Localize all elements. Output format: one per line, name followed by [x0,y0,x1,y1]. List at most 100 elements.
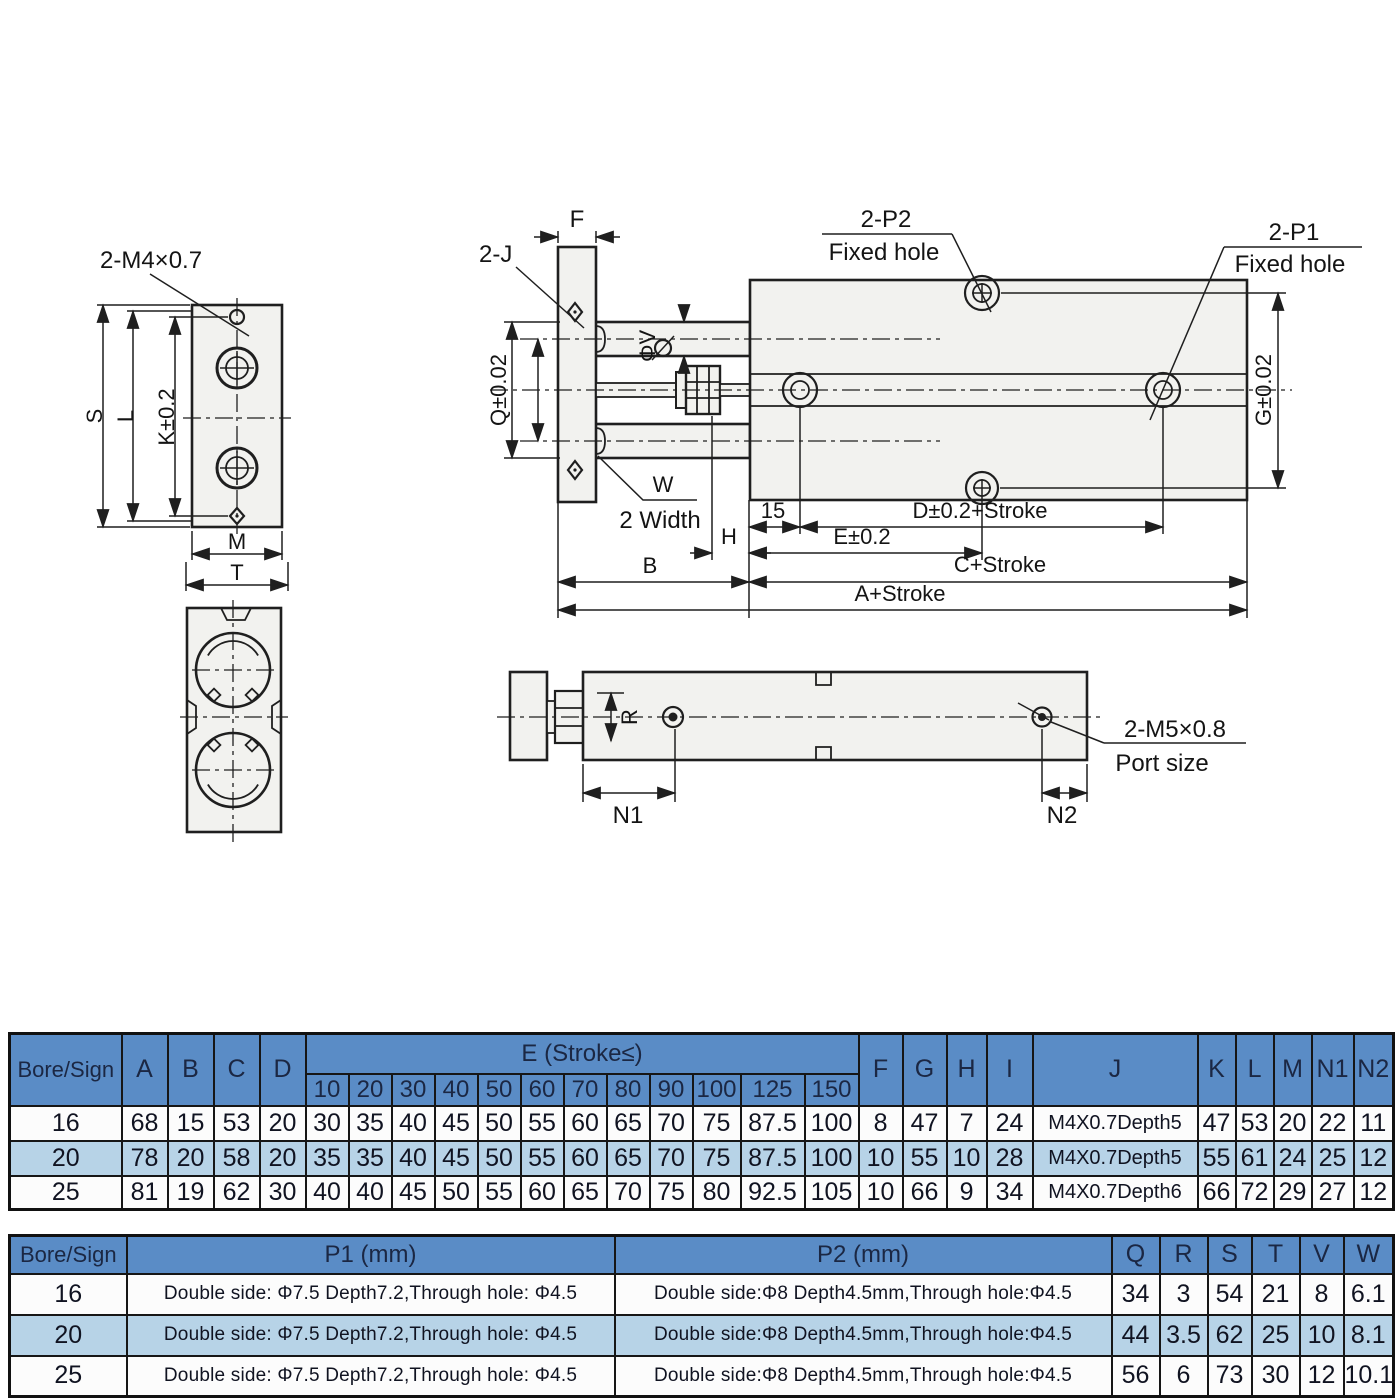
fixed-hole-p2-bottom [964,470,1000,506]
col-header-k: K [1196,1032,1237,1107]
dim-b: B [643,553,658,578]
rod-hole-icon [653,338,673,358]
dim-a: A+Stroke [854,581,945,606]
bore-cell: 20 [8,1313,128,1357]
dim-k: K±0.2 [154,388,179,445]
table-row-bore-25: 25 Double side: Φ7.5 Depth7.2,Through ho… [8,1354,1395,1398]
e-sub-header: 40 [433,1072,479,1107]
plate-hole-bottom [215,446,259,490]
col-header-c: C [212,1032,261,1107]
col-header-r: R [1158,1234,1209,1275]
fixed-hole-p1-left [781,371,819,409]
dim-c: C+Stroke [954,552,1046,577]
col-header-n2: N2 [1352,1032,1395,1107]
fixed-hole-p1-right [1144,371,1182,409]
label-thread-size: 2-M4×0.7 [100,247,202,274]
col-header-b: B [166,1032,215,1107]
bore-cell: 16 [8,1272,128,1316]
col-header-t: T [1250,1234,1301,1275]
col-header-g: G [901,1032,948,1107]
dim-l: L [113,410,138,422]
dim-t: T [230,560,243,585]
dim-q: Q±0.02 [486,354,511,426]
label-p2-sub: Fixed hole [829,239,940,266]
e-sub-header: 150 [803,1072,860,1107]
table-row-bore-25: 25 81 19 62 30 40 40 45 50 55 60 65 70 7… [8,1174,1395,1211]
label-p2: 2-P2 [861,206,912,233]
label-port-size: Port size [1115,750,1208,777]
e-sub-header: 10 [304,1072,350,1107]
table-row-bore-20: 20 Double side: Φ7.5 Depth7.2,Through ho… [8,1313,1395,1357]
label-p1: 2-P1 [1269,219,1320,246]
col-header-i: I [985,1032,1034,1107]
p2-spec: Double side:Φ8 Depth4.5mm,Through hole:Φ… [613,1354,1113,1398]
col-header-f: F [857,1032,904,1107]
dimension-table-primary: Bore/Sign A B C D E (Stroke≤) F G H I J … [8,1032,1396,1211]
dim-phi-v: ΦV [635,329,660,362]
dim-15: 15 [761,498,785,523]
bore-cell: 25 [8,1354,128,1398]
dim-g: G±0.02 [1251,354,1276,426]
col-header-bore-sign: Bore/Sign [8,1032,123,1107]
e-sub-header: 70 [562,1072,608,1107]
label-w: W [653,472,674,497]
front-view: 2-M4×0.7 S L K±0.2 M T [82,247,291,592]
p2-spec: Double side:Φ8 Depth4.5mm,Through hole:Φ… [613,1272,1113,1316]
port-hole-left [661,705,685,729]
table-row-bore-16: 16 Double side: Φ7.5 Depth7.2,Through ho… [8,1272,1395,1316]
port-hole-right [1017,702,1053,728]
e-sub-header: 90 [648,1072,694,1107]
label-p1-sub: Fixed hole [1235,251,1346,278]
label-j: 2-J [479,241,512,268]
e-sub-header: 50 [476,1072,522,1107]
plate-hole-top [215,346,259,390]
bore-cell: 25 [8,1174,123,1211]
col-header-e-group: E (Stroke≤) [304,1032,860,1075]
dim-e: E±0.2 [833,524,890,549]
col-header-m: M [1272,1032,1313,1107]
dim-h: H [721,524,737,549]
e-sub-header: 80 [605,1072,651,1107]
col-header-a: A [120,1032,169,1107]
dimension-table-holes: Bore/Sign P1 (mm) P2 (mm) Q R S T V W 16… [8,1234,1395,1398]
p1-spec: Double side: Φ7.5 Depth7.2,Through hole:… [125,1272,616,1316]
table-row-bore-16: 16 68 15 53 20 30 35 40 45 50 55 60 65 7… [8,1104,1395,1142]
col-header-h: H [945,1032,988,1107]
diamond-hole-icon [228,506,246,526]
dim-r: R [617,709,642,725]
col-header-s: S [1206,1234,1253,1275]
p1-spec: Double side: Φ7.5 Depth7.2,Through hole:… [125,1354,616,1398]
table-row-bore-20: 20 78 20 58 20 35 35 40 45 50 55 60 65 7… [8,1139,1395,1177]
dim-f: F [570,206,585,233]
col-header-n1: N1 [1310,1032,1355,1107]
bore-cell: 16 [8,1104,123,1142]
col-header-v: V [1298,1234,1345,1275]
bottom-view: R 2-M5×0.8 Port size N1 N2 [497,670,1246,829]
main-side-view: F 2-J Q±0.02 ΦV G±0.02 2-P2 Fixed hole 2… [479,206,1362,618]
e-sub-header: 30 [390,1072,436,1107]
col-header-q: Q [1110,1234,1161,1275]
p1-spec: Double side: Φ7.5 Depth7.2,Through hole:… [125,1313,616,1357]
e-sub-header: 60 [519,1072,565,1107]
p2-spec: Double side:Φ8 Depth4.5mm,Through hole:Φ… [613,1313,1113,1357]
dim-n1: N1 [613,802,644,829]
dim-m: M [228,529,246,554]
col-header-p2: P2 (mm) [613,1234,1113,1275]
dim-s: S [82,409,107,424]
col-header-d: D [258,1032,307,1107]
technical-drawing: 2-M4×0.7 S L K±0.2 M T [82,206,1362,842]
bore-cell: 20 [8,1139,123,1177]
dim-n2: N2 [1047,802,1078,829]
dim-d: D±0.2+Stroke [913,498,1048,523]
col-header-j: J [1031,1032,1199,1107]
e-sub-header: 100 [691,1072,742,1107]
e-sub-header: 125 [739,1072,806,1107]
col-header-bore-sign: Bore/Sign [8,1234,128,1275]
label-port-thread: 2-M5×0.8 [1124,716,1226,743]
end-view [180,600,288,842]
col-header-l: L [1234,1032,1275,1107]
col-header-p1: P1 (mm) [125,1234,616,1275]
col-header-w: W [1342,1234,1395,1275]
thread-hole-icon [228,308,246,326]
label-w2: 2 Width [619,507,700,534]
